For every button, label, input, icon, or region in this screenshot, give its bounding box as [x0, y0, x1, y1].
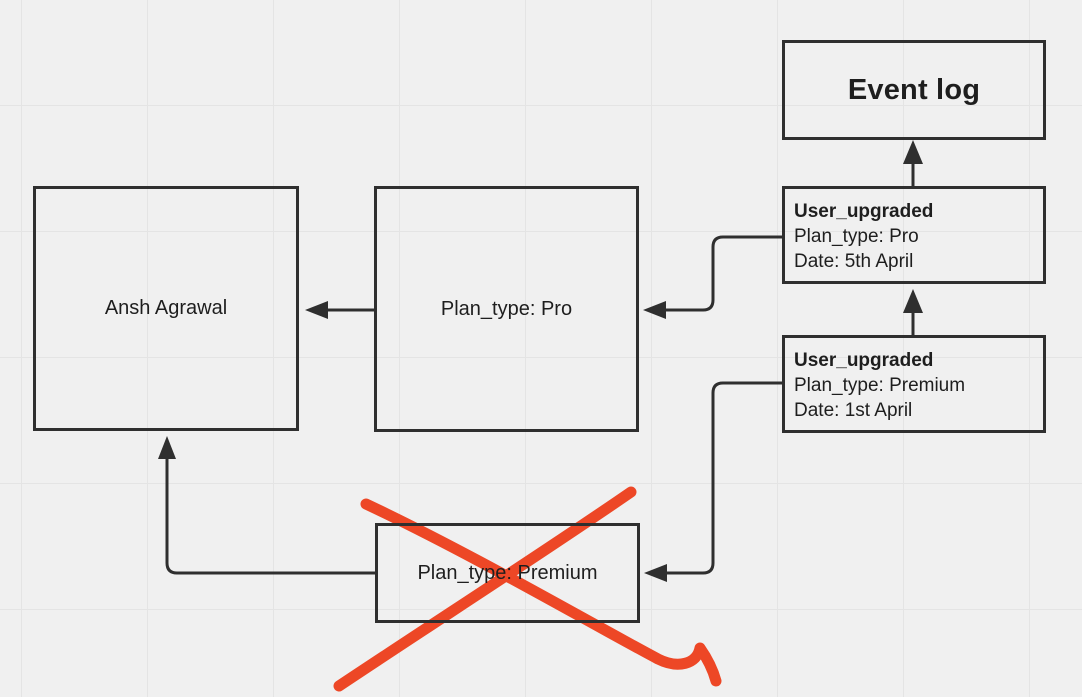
node-user-ansh-agrawal[interactable]: Ansh Agrawal — [33, 186, 299, 431]
red-cross-back-stroke[interactable] — [333, 486, 637, 692]
event-premium-plan-line: Plan_type: Premium — [794, 375, 966, 396]
event-premium-date-line: Date: 1st April — [794, 400, 913, 421]
event-premium-title: User_upgraded — [794, 350, 934, 371]
red-cross-out-annotation[interactable] — [333, 486, 722, 692]
event-log-label: Event log — [847, 73, 981, 106]
arrow-plan-premium-to-user[interactable] — [158, 436, 377, 575]
user-label: Ansh Agrawal — [104, 297, 228, 319]
arrow-event-premium-to-event-pro[interactable] — [903, 289, 923, 337]
arrow-plan-pro-to-user[interactable] — [305, 301, 376, 319]
arrow-event-pro-to-event-log[interactable] — [903, 140, 923, 188]
node-event-user-upgraded-premium[interactable]: User_upgraded Plan_type: Premium Date: 1… — [782, 335, 1046, 433]
red-cross-arrow-stroke[interactable] — [360, 498, 722, 687]
arrow-event-pro-to-plan-pro[interactable] — [643, 235, 784, 319]
plan-premium-label: Plan_type: Premium — [417, 561, 598, 584]
node-plan-type-pro[interactable]: Plan_type: Pro — [374, 186, 639, 432]
event-pro-date-line: Date: 5th April — [794, 251, 914, 272]
event-pro-title: User_upgraded — [794, 201, 934, 222]
node-event-user-upgraded-pro[interactable]: User_upgraded Plan_type: Pro Date: 5th A… — [782, 186, 1046, 284]
arrow-event-premium-to-plan-premium[interactable] — [644, 381, 784, 582]
event-pro-plan-line: Plan_type: Pro — [794, 226, 919, 247]
node-event-log[interactable]: Event log — [782, 40, 1046, 140]
plan-pro-label: Plan_type: Pro — [440, 297, 573, 320]
node-plan-type-premium[interactable]: Plan_type: Premium — [375, 523, 640, 623]
